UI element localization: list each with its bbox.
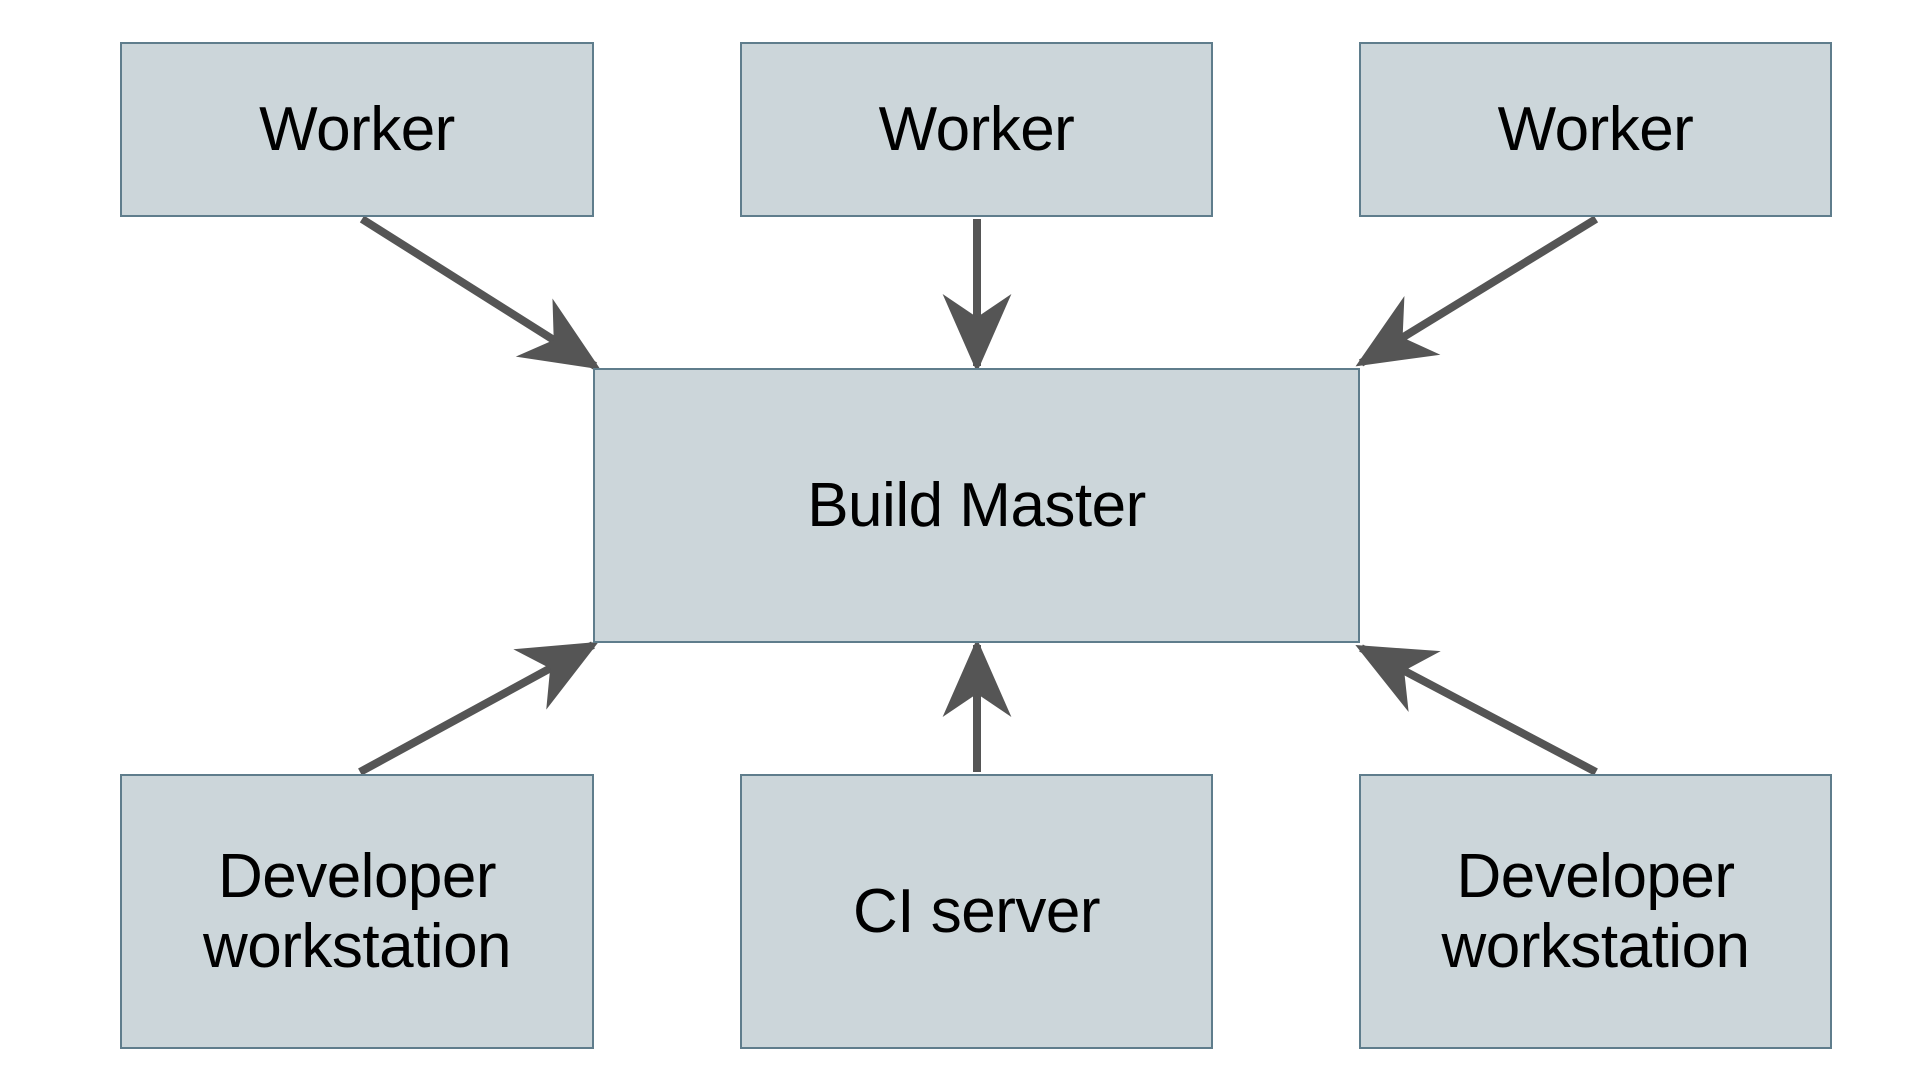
node-label-worker-1: Worker [259,94,455,164]
node-developer-workstation-left[interactable]: Developer workstation [120,774,594,1049]
node-label-worker-2: Worker [878,94,1075,164]
node-worker-2[interactable]: Worker [740,42,1213,217]
edge-worker1-to-master [359,215,601,370]
node-ci-server[interactable]: CI server [740,774,1213,1049]
node-worker-1[interactable]: Worker [120,42,594,217]
edge-devleft-to-master [358,641,599,776]
node-label-developer-workstation-left: Developer workstation [202,842,512,981]
node-worker-3[interactable]: Worker [1359,42,1832,217]
node-label-worker-3: Worker [1497,94,1694,164]
edge-devright-to-master [1355,644,1598,776]
node-developer-workstation-right[interactable]: Developer workstation [1359,774,1832,1049]
node-label-ci-server: CI server [853,876,1100,946]
node-label-developer-workstation-right: Developer workstation [1441,842,1750,981]
node-build-master[interactable]: Build Master [593,368,1360,643]
edge-worker3-to-master [1355,215,1599,367]
node-label-build-master: Build Master [807,470,1146,540]
